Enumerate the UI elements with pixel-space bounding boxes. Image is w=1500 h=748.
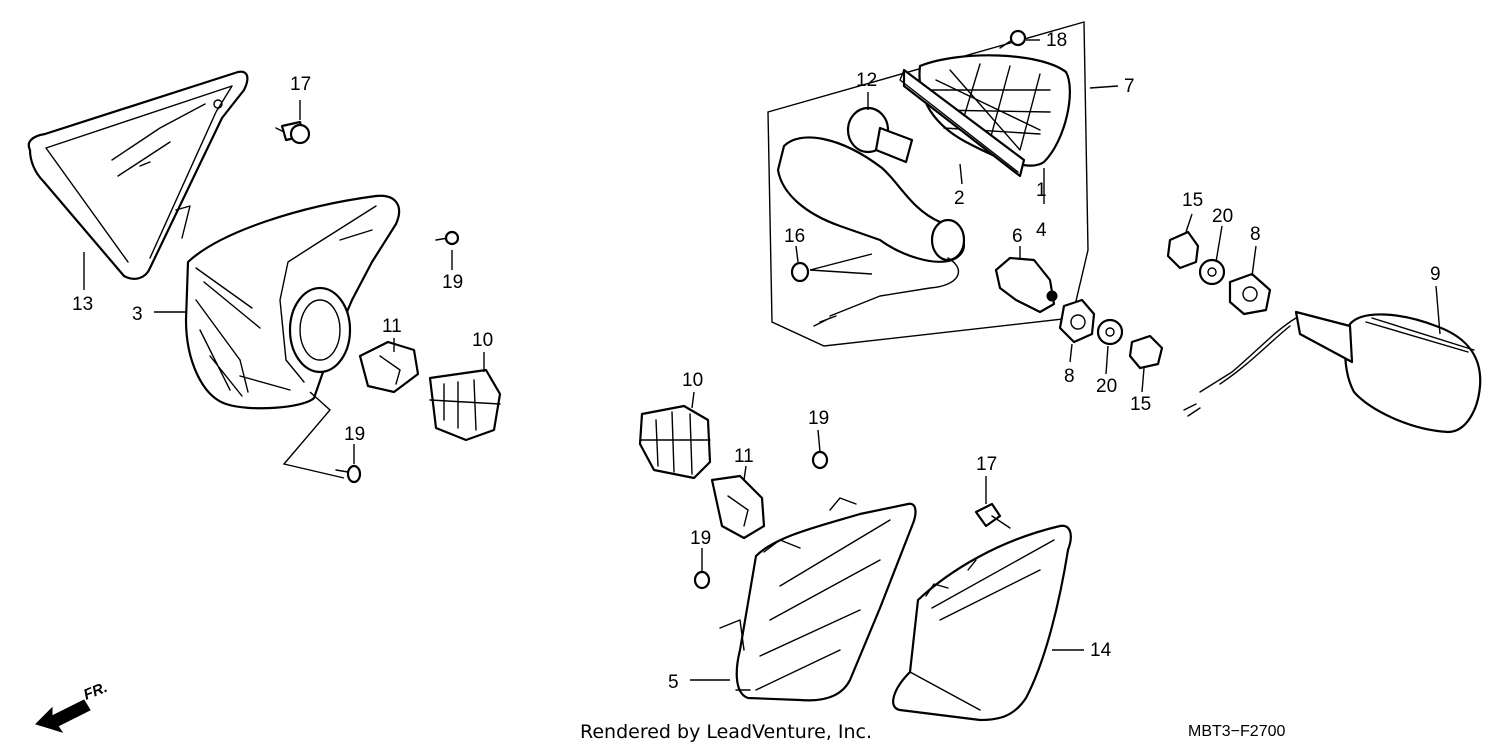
callout-11a: 11: [382, 316, 402, 337]
callout-8a: 8: [1064, 366, 1075, 387]
cover-shell-13: [27, 70, 249, 280]
callout-4: 4: [1036, 220, 1047, 241]
callout-1: 1: [1036, 180, 1047, 201]
callout-15b: 15: [1130, 394, 1151, 415]
footer-credit: Rendered by LeadVenture, Inc.: [580, 721, 872, 743]
callout-6: 6: [1012, 226, 1023, 247]
callout-19a: 19: [442, 272, 463, 293]
callout-20a: 20: [1096, 376, 1117, 397]
nut-15-center: [1128, 334, 1164, 370]
front-arrow-icon: [35, 699, 91, 733]
winker-housing: [776, 136, 966, 327]
bulb-11-bottom: [710, 474, 766, 540]
callout-13: 13: [72, 294, 93, 315]
callout-12: 12: [856, 70, 877, 91]
callout-5: 5: [668, 672, 679, 693]
bulb-11-left: [358, 340, 420, 394]
callout-10b: 10: [682, 370, 703, 391]
callout-18: 18: [1046, 30, 1067, 51]
callout-8b: 8: [1250, 224, 1261, 245]
callout-3: 3: [132, 304, 143, 325]
callout-19c: 19: [808, 408, 829, 429]
left-winker-assembly: [27, 70, 502, 484]
socket-10-bottom: [638, 404, 712, 480]
screw-17-bottom: [974, 502, 1011, 529]
callout-20b: 20: [1212, 206, 1233, 227]
gasket-2: [899, 68, 1026, 178]
lens-housing-5: [719, 497, 917, 702]
callout-19d: 19: [690, 528, 711, 549]
callout-14: 14: [1090, 640, 1112, 661]
callout-9: 9: [1430, 264, 1441, 285]
stay-6: [994, 256, 1058, 314]
nut-8-center: [1058, 298, 1096, 344]
callout-17b: 17: [976, 454, 997, 475]
winker-9: [1183, 310, 1482, 434]
socket-10-left: [428, 368, 502, 442]
callout-16: 16: [784, 226, 805, 247]
screw-19-lower-left: [335, 464, 362, 484]
callout-7: 7: [1124, 76, 1135, 97]
screw-19-upper-bottom: [811, 450, 829, 470]
callouts: 1 2 3 4 5 6 7 8 8 9 10 10 11 11 12 13 14…: [72, 30, 1441, 693]
callout-15a: 15: [1182, 190, 1203, 211]
leader-19-lower-left: [282, 391, 345, 479]
lens-housing-3: [184, 194, 401, 410]
front-label: FR.: [81, 679, 110, 704]
screw-18: [999, 29, 1027, 49]
leader-lines: [83, 39, 1441, 681]
nut-15-right: [1166, 230, 1200, 270]
washer-20-center: [1096, 318, 1124, 346]
front-direction-indicator: FR.: [35, 679, 110, 733]
nut-8-right: [1228, 272, 1272, 316]
screw-17-left: [275, 120, 311, 145]
callout-10a: 10: [472, 330, 493, 351]
callout-19b: 19: [344, 424, 365, 445]
diagram-code: MBT3−F2700: [1188, 723, 1285, 740]
screw-19-lower-bottom: [693, 570, 711, 590]
callout-11b: 11: [734, 446, 754, 467]
lens-4: [918, 54, 1071, 167]
washer-20-right: [1198, 258, 1226, 286]
screw-16: [790, 253, 873, 283]
callout-2: 2: [954, 188, 965, 209]
screw-19-upper-left: [435, 230, 460, 246]
cover-shell-14: [892, 524, 1072, 722]
bulb-12: [846, 106, 914, 164]
callout-17a: 17: [290, 74, 311, 95]
